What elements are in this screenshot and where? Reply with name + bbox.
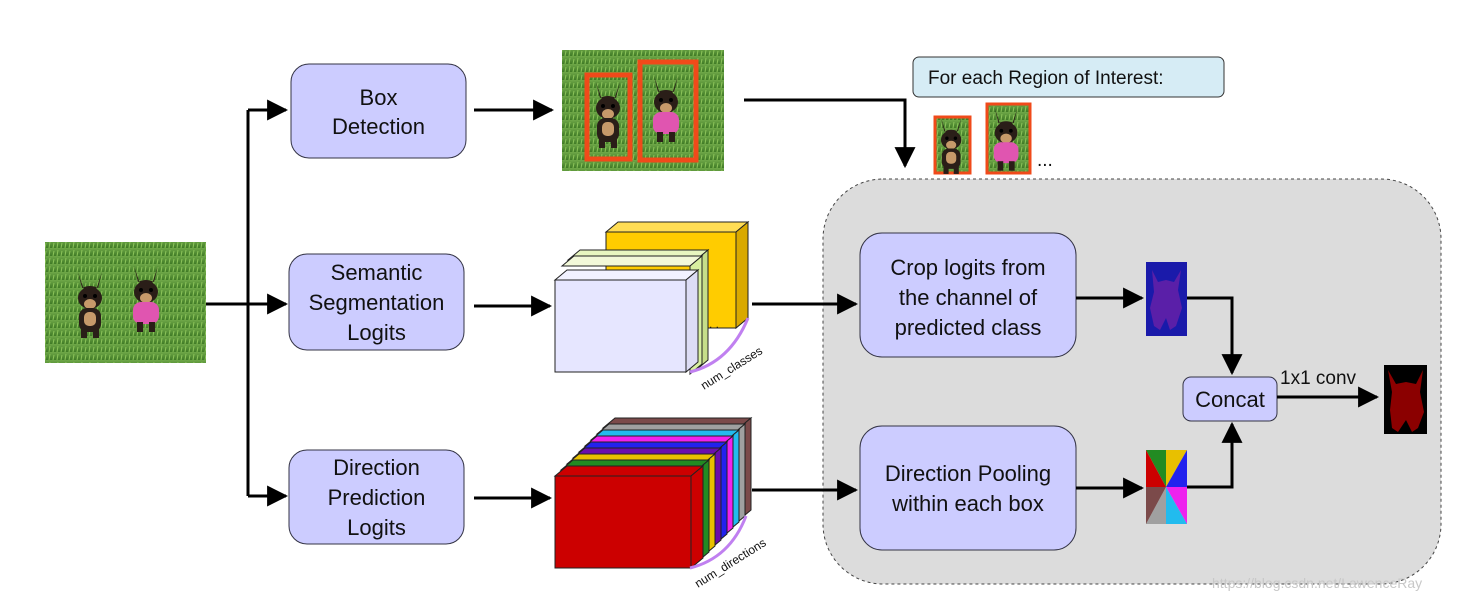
pooling-line-2: within each box [891, 491, 1044, 516]
concat-node: Concat [1182, 376, 1278, 422]
roi-crops: ... [933, 102, 1053, 175]
roi-label-box: For each Region of Interest: [912, 56, 1225, 98]
roi-ellipsis: ... [1037, 150, 1053, 171]
class-stack-dots: . . [709, 317, 719, 331]
branch-connectors [206, 99, 289, 507]
pooling-line-1: Direction Pooling [885, 461, 1051, 486]
direction-pooling-node: Direction Pooling within each box [859, 425, 1077, 551]
arrow-direction-map-to-concat [1187, 421, 1243, 489]
box-detection-line-2: Detection [332, 114, 425, 139]
bounding-box-right [637, 59, 699, 163]
num-directions-brace [689, 515, 748, 570]
direction-logits-stack: num_directions [553, 416, 769, 591]
direction-layers [553, 416, 753, 570]
arrow-mask-to-concat [1187, 296, 1243, 376]
cropped-class-mask [1146, 262, 1187, 336]
arrow-detected-to-region [744, 98, 916, 169]
concat-label: Concat [1195, 387, 1265, 412]
direction-layer-top [553, 465, 705, 477]
semantic-seg-line-1: Semantic [331, 260, 423, 285]
class-logits-stack: . . num_classes [553, 220, 765, 393]
input-image [45, 242, 206, 363]
crop-line-1: Crop logits from [890, 255, 1045, 280]
semantic-segmentation-node: Semantic Segmentation Logits [288, 253, 465, 351]
watermark: https://blog.csdn.net/LawenceRay [1212, 575, 1422, 591]
crop-line-2: the channel of [899, 285, 1038, 310]
crop-logits-node: Crop logits from the channel of predicte… [859, 232, 1077, 358]
direction-layer-front [554, 475, 692, 569]
conv-label: 1x1 conv [1280, 368, 1357, 389]
box-detection-line-1: Box [360, 85, 398, 110]
pooled-direction-map [1146, 450, 1187, 524]
final-instance-mask [1384, 365, 1427, 434]
detected-boxes-image [562, 50, 724, 171]
direction-layer-side [690, 464, 704, 570]
box-detection-node: Box Detection [290, 63, 467, 159]
roi-label: For each Region of Interest: [928, 68, 1164, 89]
crop-line-3: predicted class [895, 315, 1042, 340]
direction-prediction-node: Direction Prediction Logits [288, 449, 465, 545]
bounding-box-left [584, 72, 633, 162]
direction-pred-line-1: Direction [333, 455, 420, 480]
num-classes-brace [689, 317, 750, 374]
direction-pred-line-3: Logits [347, 515, 406, 540]
semantic-seg-line-2: Segmentation [309, 290, 445, 315]
direction-pred-line-2: Prediction [328, 485, 426, 510]
semantic-seg-line-3: Logits [347, 320, 406, 345]
